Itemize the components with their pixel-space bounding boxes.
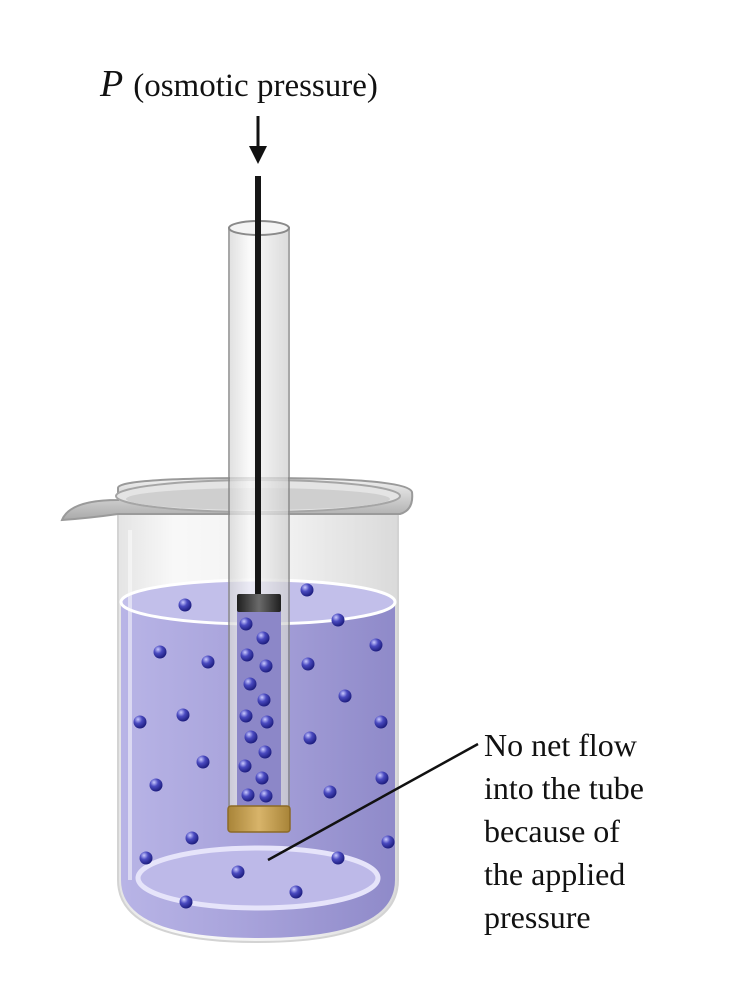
solute-particle-icon [133,715,147,729]
osmosis-tube [227,176,291,833]
solute-particle-icon [238,759,252,773]
annotation-line: No net flow [484,727,637,763]
annotation-line: into the tube [484,770,644,806]
solute-particle-icon [178,598,192,612]
pressure-variable: P [99,63,123,105]
solute-particle-icon [338,689,352,703]
solute-particle-icon [260,715,274,729]
solute-particle-icon [255,771,269,785]
solute-particle-icon [289,885,303,899]
solute-particle-icon [257,693,271,707]
annotation-text: No net flow into the tube because of the… [484,727,652,935]
solute-particle-icon [244,730,258,744]
solute-particle-icon [374,715,388,729]
annotation-line: the applied [484,856,625,892]
pressure-label: P (osmotic pressure) [99,63,378,105]
annotation-line: pressure [484,899,591,935]
piston-cap [237,594,281,612]
solute-particle-icon [240,648,254,662]
solute-particle-icon [185,831,199,845]
solute-particle-icon [239,617,253,631]
solute-particle-icon [300,583,314,597]
solute-particle-icon [259,789,273,803]
solute-particle-icon [153,645,167,659]
annotation-line: because of [484,813,620,849]
solute-particles [133,583,395,909]
solute-particle-icon [303,731,317,745]
solute-particle-icon [331,851,345,865]
solute-particle-icon [149,778,163,792]
solute-particle-icon [259,659,273,673]
solute-particle-icon [231,865,245,879]
solute-particle-icon [179,895,193,909]
solute-particle-icon [256,631,270,645]
pressure-description: (osmotic pressure) [133,68,378,104]
solute-particle-icon [381,835,395,849]
solute-particle-icon [243,677,257,691]
solute-particle-icon [201,655,215,669]
solute-particle-icon [176,708,190,722]
solute-particle-icon [375,771,389,785]
solute-particle-icon [369,638,383,652]
down-arrow-icon [249,116,267,164]
solute-particle-icon [239,709,253,723]
solute-particle-icon [301,657,315,671]
beaker-bottom [135,845,381,911]
solute-particle-icon [258,745,272,759]
annotation-leader-line [267,742,479,862]
semipermeable-membrane [227,805,291,833]
solute-particle-icon [331,613,345,627]
solute-particle-icon [139,851,153,865]
solute-particle-icon [323,785,337,799]
solute-particle-icon [241,788,255,802]
solute-particle-icon [196,755,210,769]
